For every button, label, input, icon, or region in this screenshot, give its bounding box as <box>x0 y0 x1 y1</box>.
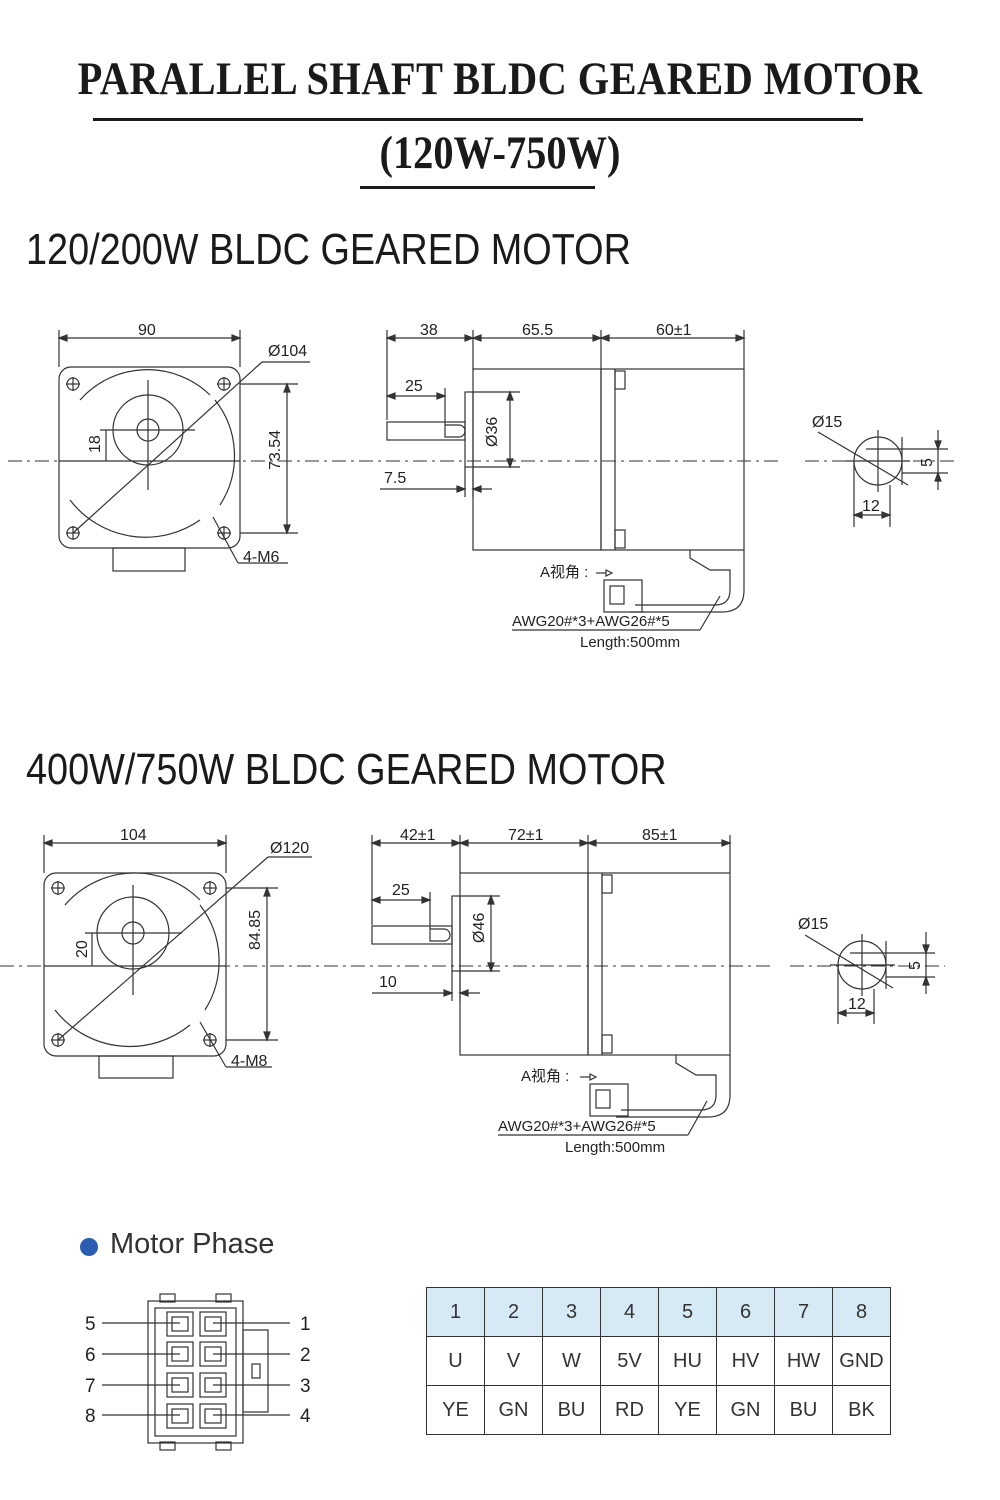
dim-offset: 20 <box>74 940 91 958</box>
pin-label-3: 3 <box>300 1376 311 1397</box>
signal-cell: HW <box>774 1336 833 1386</box>
view-label: A视角 : <box>521 1068 569 1085</box>
pin-cell: 5 <box>658 1287 717 1337</box>
pin-label-8: 8 <box>85 1406 96 1427</box>
color-cell: GN <box>484 1385 543 1435</box>
pin-label-1: 1 <box>300 1314 311 1335</box>
dim-shaft-dia: Ø15 <box>798 916 828 933</box>
dim-width: 104 <box>120 827 147 844</box>
shaft-section-120-200w <box>817 430 948 527</box>
pin-label-7: 7 <box>85 1376 96 1397</box>
dim-gear-len: 72±1 <box>508 827 544 844</box>
front-view-120-200w <box>57 330 310 572</box>
dim-offset: 18 <box>87 435 104 453</box>
color-cell: YE <box>426 1385 485 1435</box>
length-label: Length:500mm <box>565 1139 665 1156</box>
dim-gear-len: 65.5 <box>522 322 553 339</box>
signal-cell: HU <box>658 1336 717 1386</box>
subtitle-underline <box>360 186 595 189</box>
pin-cell: 4 <box>600 1287 659 1337</box>
color-cell: BK <box>832 1385 891 1435</box>
signal-cell: W <box>542 1336 601 1386</box>
pin-cell: 2 <box>484 1287 543 1337</box>
signal-cell: 5V <box>600 1336 659 1386</box>
dim-key-h: 5 <box>907 961 924 970</box>
dim-bolt-span: 73.54 <box>267 430 284 470</box>
color-cell: GN <box>716 1385 775 1435</box>
shaft-section-400-750w <box>804 932 935 1024</box>
color-cell: YE <box>658 1385 717 1435</box>
page-subtitle: (120W-750W) <box>379 127 621 179</box>
table-row: 1 2 3 4 5 6 7 8 <box>426 1287 891 1337</box>
pin-cell: 7 <box>774 1287 833 1337</box>
dim-holes: 4-M8 <box>231 1053 268 1070</box>
pin-label-2: 2 <box>300 1345 311 1366</box>
dim-motor-len: 60±1 <box>656 322 692 339</box>
color-cell: RD <box>600 1385 659 1435</box>
bullet-icon <box>80 1238 98 1256</box>
pin-label-5: 5 <box>85 1314 96 1335</box>
dim-key-d: 12 <box>862 498 880 515</box>
color-cell: BU <box>542 1385 601 1435</box>
title-underline <box>93 118 863 121</box>
dim-shaft-dia: Ø15 <box>812 414 842 431</box>
pin-cell: 6 <box>716 1287 775 1337</box>
dim-key-d: 12 <box>848 996 866 1013</box>
cable-label: AWG20#*3+AWG26#*5 <box>498 1118 656 1135</box>
dim-shaft-len: 38 <box>420 322 438 339</box>
pin-cell: 8 <box>832 1287 891 1337</box>
dim-flange-dia: Ø120 <box>270 840 309 857</box>
pin-cell: 1 <box>426 1287 485 1337</box>
dim-width: 90 <box>138 322 156 339</box>
section-heading-120-200w: 120/200W BLDC GEARED MOTOR <box>26 225 631 274</box>
dim-shaft-len: 42±1 <box>400 827 436 844</box>
dim-pilot-depth: 7.5 <box>384 470 406 487</box>
pinout-table: 1 2 3 4 5 6 7 8 U V W 5V HU HV HW GND YE… <box>426 1287 891 1435</box>
table-row: U V W 5V HU HV HW GND <box>426 1336 891 1386</box>
dim-pilot: Ø36 <box>484 417 501 447</box>
dim-key-len: 25 <box>405 378 423 395</box>
front-view-400-750w <box>42 835 312 1079</box>
pin-label-6: 6 <box>85 1345 96 1366</box>
side-view-120-200w <box>380 330 746 631</box>
cable-label: AWG20#*3+AWG26#*5 <box>512 613 670 630</box>
dim-pilot-depth: 10 <box>379 974 397 991</box>
dim-bolt-span: 84.85 <box>247 910 264 950</box>
dim-key-len: 25 <box>392 882 410 899</box>
page-title: PARALLEL SHAFT BLDC GEARED MOTOR <box>77 53 923 105</box>
dim-holes: 4-M6 <box>243 549 280 566</box>
section-heading-400-750w: 400W/750W BLDC GEARED MOTOR <box>26 745 667 794</box>
signal-cell: GND <box>832 1336 891 1386</box>
signal-cell: HV <box>716 1336 775 1386</box>
motor-phase-heading: Motor Phase <box>110 1228 275 1260</box>
signal-cell: U <box>426 1336 485 1386</box>
table-row: YE GN BU RD YE GN BU BK <box>426 1385 891 1435</box>
view-label: A视角 : <box>540 564 588 581</box>
dim-pilot: Ø46 <box>471 913 488 943</box>
dim-key-h: 5 <box>919 458 936 467</box>
dim-motor-len: 85±1 <box>642 827 678 844</box>
connector-drawing <box>102 1293 290 1451</box>
pin-cell: 3 <box>542 1287 601 1337</box>
length-label: Length:500mm <box>580 634 680 651</box>
dim-flange-dia: Ø104 <box>268 343 307 360</box>
pin-label-4: 4 <box>300 1406 311 1427</box>
side-view-400-750w <box>370 835 732 1136</box>
color-cell: BU <box>774 1385 833 1435</box>
signal-cell: V <box>484 1336 543 1386</box>
